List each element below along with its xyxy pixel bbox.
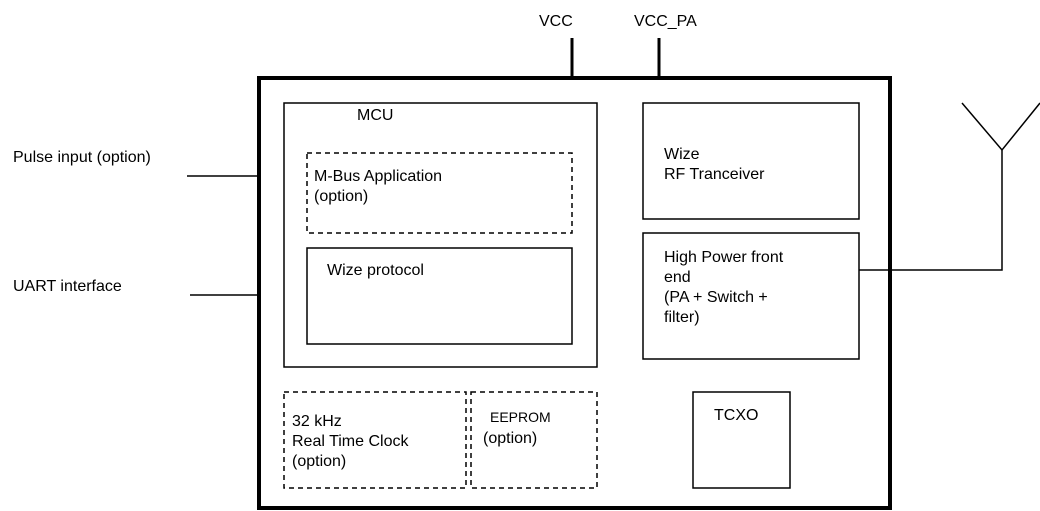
front-end-label: High Power front end (PA + Switch + filt… (664, 249, 784, 326)
mbus-application-label: M-Bus Application (option) (314, 168, 443, 205)
rf-transceiver-label: Wize RF Tranceiver (664, 146, 765, 183)
mcu-block (283, 102, 598, 368)
rtc-label: 32 kHz Real Time Clock (option) (292, 413, 409, 470)
antenna-feed-line (859, 150, 1003, 271)
rf-transceiver-block (642, 102, 860, 220)
wize-protocol-block (306, 247, 573, 345)
module-outline (257, 76, 892, 510)
wize-protocol-label: Wize protocol (327, 262, 424, 279)
pulse-input-label: Pulse input (option) (13, 149, 151, 166)
uart-interface-label: UART interface (13, 278, 122, 295)
eeprom-block (470, 391, 598, 489)
vcc-pa-label: VCC_PA (634, 13, 697, 30)
front-end-block (642, 232, 860, 360)
vcc-label: VCC (539, 13, 573, 30)
antenna-icon (961, 102, 1040, 152)
mbus-application-block (306, 152, 573, 234)
rtc-block (283, 391, 467, 489)
eeprom-label: EEPROM (490, 409, 551, 425)
eeprom-option-label: (option) (483, 430, 538, 447)
tcxo-block (692, 391, 791, 489)
tcxo-label: TCXO (714, 407, 759, 424)
mcu-title: MCU (357, 107, 394, 124)
